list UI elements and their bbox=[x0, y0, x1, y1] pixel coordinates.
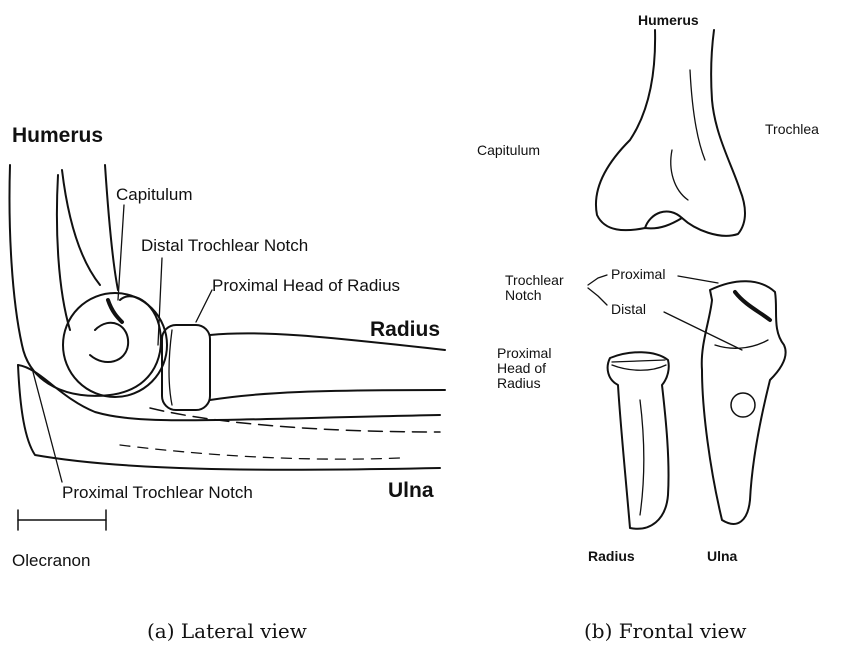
frontal-leader-lines bbox=[588, 275, 742, 362]
trochlear-notch-line2: Notch bbox=[505, 288, 564, 303]
distal-trochlear-notch-label: Distal Trochlear Notch bbox=[141, 236, 308, 256]
frontal-trochlea-label: Trochlea bbox=[765, 121, 819, 137]
lateral-capitulum-label: Capitulum bbox=[116, 185, 193, 205]
frontal-radius-label: Radius bbox=[588, 548, 635, 564]
lateral-humerus-label: Humerus bbox=[12, 124, 103, 148]
proximal-trochlear-notch-label: Proximal Trochlear Notch bbox=[62, 483, 253, 503]
lateral-ulna-drawing bbox=[18, 365, 440, 470]
frontal-radius-drawing bbox=[608, 352, 669, 529]
frontal-proximal-label: Proximal bbox=[611, 266, 665, 282]
proximal-head-line3: Radius bbox=[497, 376, 551, 391]
frontal-humerus-label: Humerus bbox=[638, 12, 699, 28]
frontal-capitulum-label: Capitulum bbox=[477, 142, 540, 158]
trochlear-notch-line1: Trochlear bbox=[505, 273, 564, 288]
frontal-view-caption: (b) Frontal view bbox=[584, 619, 747, 643]
frontal-ulna-drawing bbox=[702, 281, 786, 524]
frontal-proximal-head-label: Proximal Head of Radius bbox=[497, 346, 551, 391]
olecranon-scale-bar bbox=[18, 510, 106, 530]
frontal-ulna-label: Ulna bbox=[707, 548, 737, 564]
olecranon-label: Olecranon bbox=[12, 551, 90, 571]
lateral-view-caption: (a) Lateral view bbox=[147, 619, 307, 643]
proximal-head-of-radius-label: Proximal Head of Radius bbox=[212, 276, 400, 296]
lateral-radius-label: Radius bbox=[370, 318, 440, 342]
proximal-head-line2: Head of bbox=[497, 361, 551, 376]
proximal-head-line1: Proximal bbox=[497, 346, 551, 361]
trochlear-notch-label: Trochlear Notch bbox=[505, 273, 564, 303]
frontal-humerus-drawing bbox=[596, 30, 745, 236]
frontal-distal-label: Distal bbox=[611, 301, 646, 317]
lateral-ulna-label: Ulna bbox=[388, 479, 434, 503]
